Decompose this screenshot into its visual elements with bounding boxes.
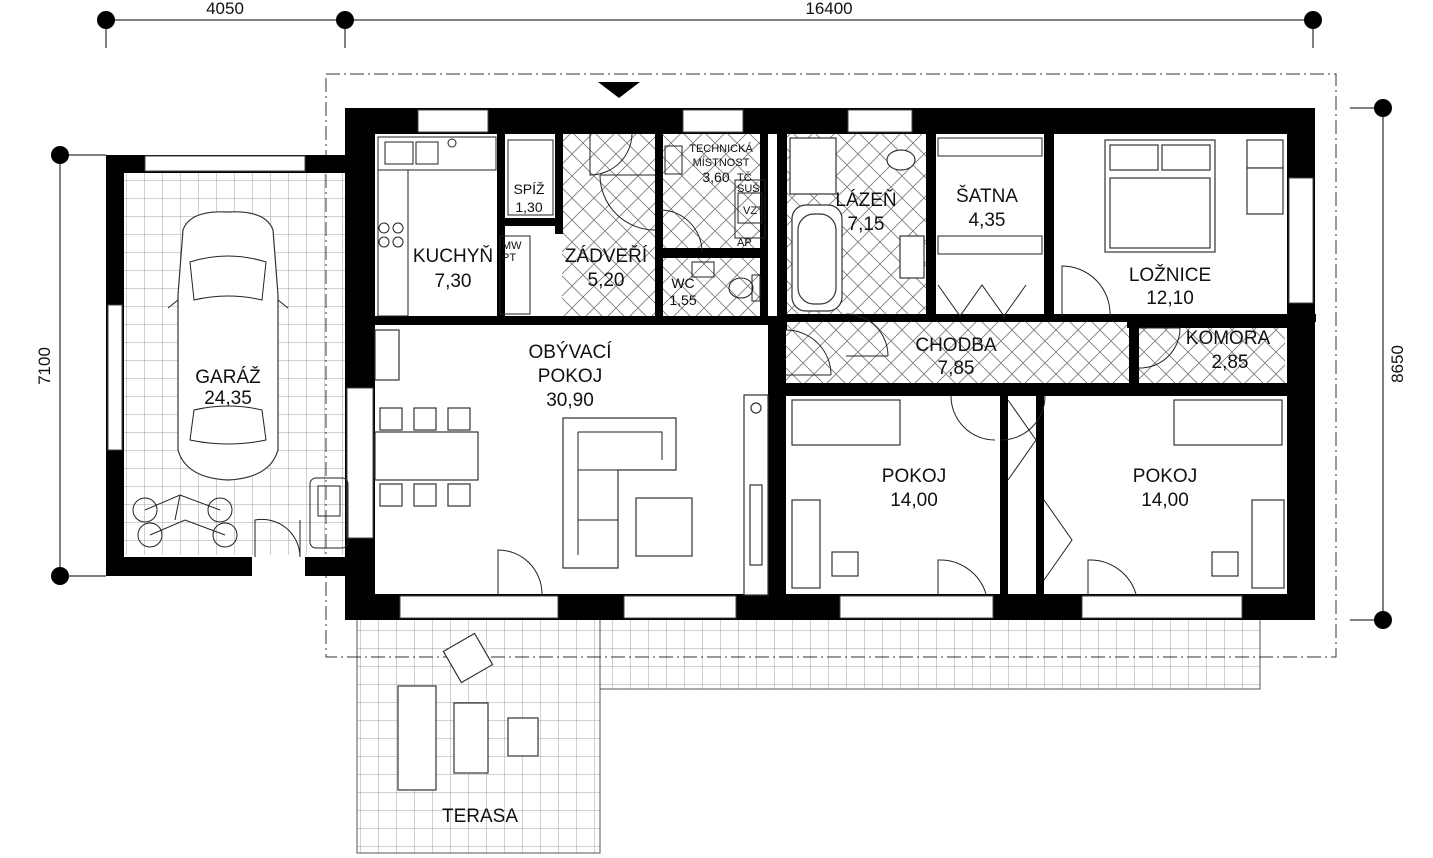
area-pokoj-2: 14,00 bbox=[1141, 490, 1189, 511]
double-bed bbox=[1104, 139, 1284, 253]
label-technicka-2: MÍSTNOST bbox=[693, 156, 750, 169]
bicycle-icon bbox=[132, 494, 238, 548]
area-zadveri: 5,20 bbox=[588, 270, 625, 291]
mower-icon bbox=[309, 477, 349, 549]
room2-furniture bbox=[1173, 399, 1285, 589]
label-wc: WC bbox=[671, 275, 694, 291]
label-vzt: VZT bbox=[743, 205, 764, 217]
dimension-lines bbox=[51, 11, 1392, 629]
dim-height-right: 8650 bbox=[1388, 345, 1407, 383]
pantry-shelves bbox=[507, 139, 554, 216]
label-pt: PT bbox=[502, 252, 516, 264]
label-tc: TČ bbox=[737, 171, 752, 184]
car-icon bbox=[167, 211, 289, 481]
dim-width-main: 16400 bbox=[805, 0, 852, 18]
windows bbox=[107, 109, 1314, 619]
label-lazen: LÁZEŇ bbox=[835, 189, 896, 211]
terrace-furniture bbox=[397, 632, 539, 791]
tv-unit bbox=[743, 394, 769, 596]
room1-furniture bbox=[791, 399, 901, 589]
area-loznice: 12,10 bbox=[1146, 288, 1194, 309]
area-spiz: 1,30 bbox=[515, 199, 542, 215]
label-terasa: TERASA bbox=[442, 806, 518, 827]
label-loznice: LOŽNICE bbox=[1129, 264, 1211, 286]
label-pokoj-2: POKOJ bbox=[1133, 466, 1197, 487]
tech-floor bbox=[662, 134, 768, 248]
area-satna: 4,35 bbox=[969, 210, 1006, 231]
label-obyvaci-2: POKOJ bbox=[538, 366, 602, 387]
area-technicka: 3,60 bbox=[702, 169, 729, 185]
sofa bbox=[562, 417, 693, 569]
label-sus: SUŠ bbox=[737, 182, 760, 195]
label-technicka-1: TECHNICKÁ bbox=[689, 142, 753, 155]
label-mw: MW bbox=[502, 240, 522, 252]
label-kuchyn: KUCHYŇ bbox=[413, 245, 493, 267]
zadveri-floor bbox=[562, 134, 660, 318]
area-komora: 2,85 bbox=[1212, 352, 1249, 373]
kitchen-units bbox=[377, 136, 531, 317]
area-wc: 1,55 bbox=[669, 292, 696, 308]
label-ap: AP bbox=[737, 237, 752, 249]
chodba-floor bbox=[786, 322, 1131, 388]
dining-set bbox=[374, 329, 479, 507]
komora-floor bbox=[1139, 328, 1285, 386]
label-spiz: SPÍŽ bbox=[513, 181, 545, 197]
wc-floor bbox=[662, 258, 768, 316]
label-komora: KOMORA bbox=[1186, 328, 1271, 349]
area-pokoj-1: 14,00 bbox=[890, 490, 938, 511]
label-zadveri: ZÁDVEŘÍ bbox=[565, 245, 648, 267]
dim-width-left: 4050 bbox=[206, 0, 244, 18]
toilet-icon bbox=[691, 261, 761, 302]
area-obyvaci: 30,90 bbox=[546, 390, 594, 411]
wardrobe bbox=[937, 137, 1043, 317]
area-lazen: 7,15 bbox=[848, 214, 885, 235]
roof-outline bbox=[325, 73, 1337, 658]
dim-height-left: 7100 bbox=[35, 347, 54, 385]
bathroom-fixtures bbox=[789, 137, 925, 312]
label-chodba: CHODBA bbox=[915, 335, 997, 356]
area-kuchyn: 7,30 bbox=[435, 271, 472, 292]
label-satna: ŠATNA bbox=[956, 185, 1018, 207]
area-garaz: 24,35 bbox=[204, 388, 252, 409]
label-obyvaci-1: OBÝVACÍ bbox=[528, 342, 612, 363]
hall-closet bbox=[1007, 399, 1073, 581]
doors bbox=[254, 133, 1181, 595]
technical-devices bbox=[664, 145, 766, 239]
area-chodba: 7,85 bbox=[938, 358, 975, 379]
entrance-arrow bbox=[598, 82, 640, 98]
label-garaz: GARÁŽ bbox=[195, 366, 261, 388]
label-pokoj-1: POKOJ bbox=[882, 466, 946, 487]
